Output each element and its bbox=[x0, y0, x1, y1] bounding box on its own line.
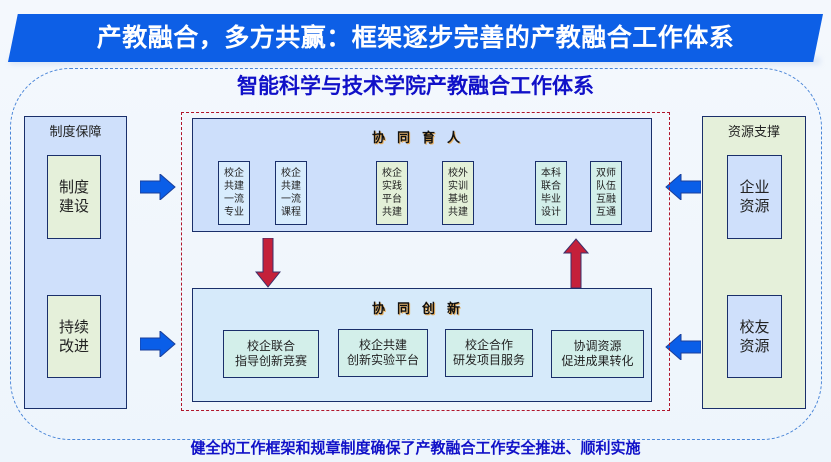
system-subtitle: 智能科学与技术学院产教融合工作体系 bbox=[237, 74, 594, 98]
left-item-continuous-improvement: 持续 改进 bbox=[47, 295, 101, 378]
right-column-title: 资源支撑 bbox=[727, 125, 780, 140]
innovation-item: 校企联合 指导创新竞赛 bbox=[223, 330, 319, 378]
panel-collaborative-education: 协同育人 bbox=[192, 118, 652, 232]
core-frame bbox=[181, 112, 670, 411]
system-container bbox=[10, 68, 822, 440]
innovation-item: 校企共建 创新实验平台 bbox=[338, 329, 428, 377]
innovation-item: 校企合作 研发项目服务 bbox=[445, 329, 533, 377]
left-column-title: 制度保障 bbox=[49, 125, 102, 140]
education-item: 校企 共建 一流 专业 bbox=[218, 161, 250, 225]
footer-summary: 健全的工作框架和规章制度确保了产教融合工作安全推进、顺利实施 bbox=[190, 439, 641, 457]
education-item: 双师 队伍 互融 互通 bbox=[590, 161, 622, 225]
innovation-item: 协调资源 促进成果转化 bbox=[551, 330, 644, 378]
title-banner bbox=[8, 14, 823, 62]
arrow-down-icon bbox=[255, 238, 281, 288]
panel-title-education: 协同育人 bbox=[371, 131, 472, 146]
education-item: 校外 实训 基地 共建 bbox=[442, 161, 474, 225]
left-item-system-building: 制度 建设 bbox=[47, 155, 101, 239]
education-item: 校企 共建 一流 课程 bbox=[275, 161, 307, 225]
arrow-up-icon bbox=[563, 238, 589, 288]
arrow-left-icon bbox=[665, 334, 701, 360]
right-item-alumni-resources: 校友 资源 bbox=[727, 295, 782, 378]
education-item: 校企 实践 平台 共建 bbox=[376, 161, 408, 225]
right-item-enterprise-resources: 企业 资源 bbox=[727, 155, 782, 239]
education-item: 本科 联合 毕业 设计 bbox=[535, 161, 567, 225]
panel-title-innovation: 协同创新 bbox=[371, 302, 472, 317]
arrow-right-icon bbox=[140, 331, 176, 357]
arrow-right-icon bbox=[140, 174, 176, 200]
arrow-left-icon bbox=[665, 174, 701, 200]
page-title: 产教融合，多方共赢：框架逐步完善的产教融合工作体系 bbox=[96, 23, 735, 52]
